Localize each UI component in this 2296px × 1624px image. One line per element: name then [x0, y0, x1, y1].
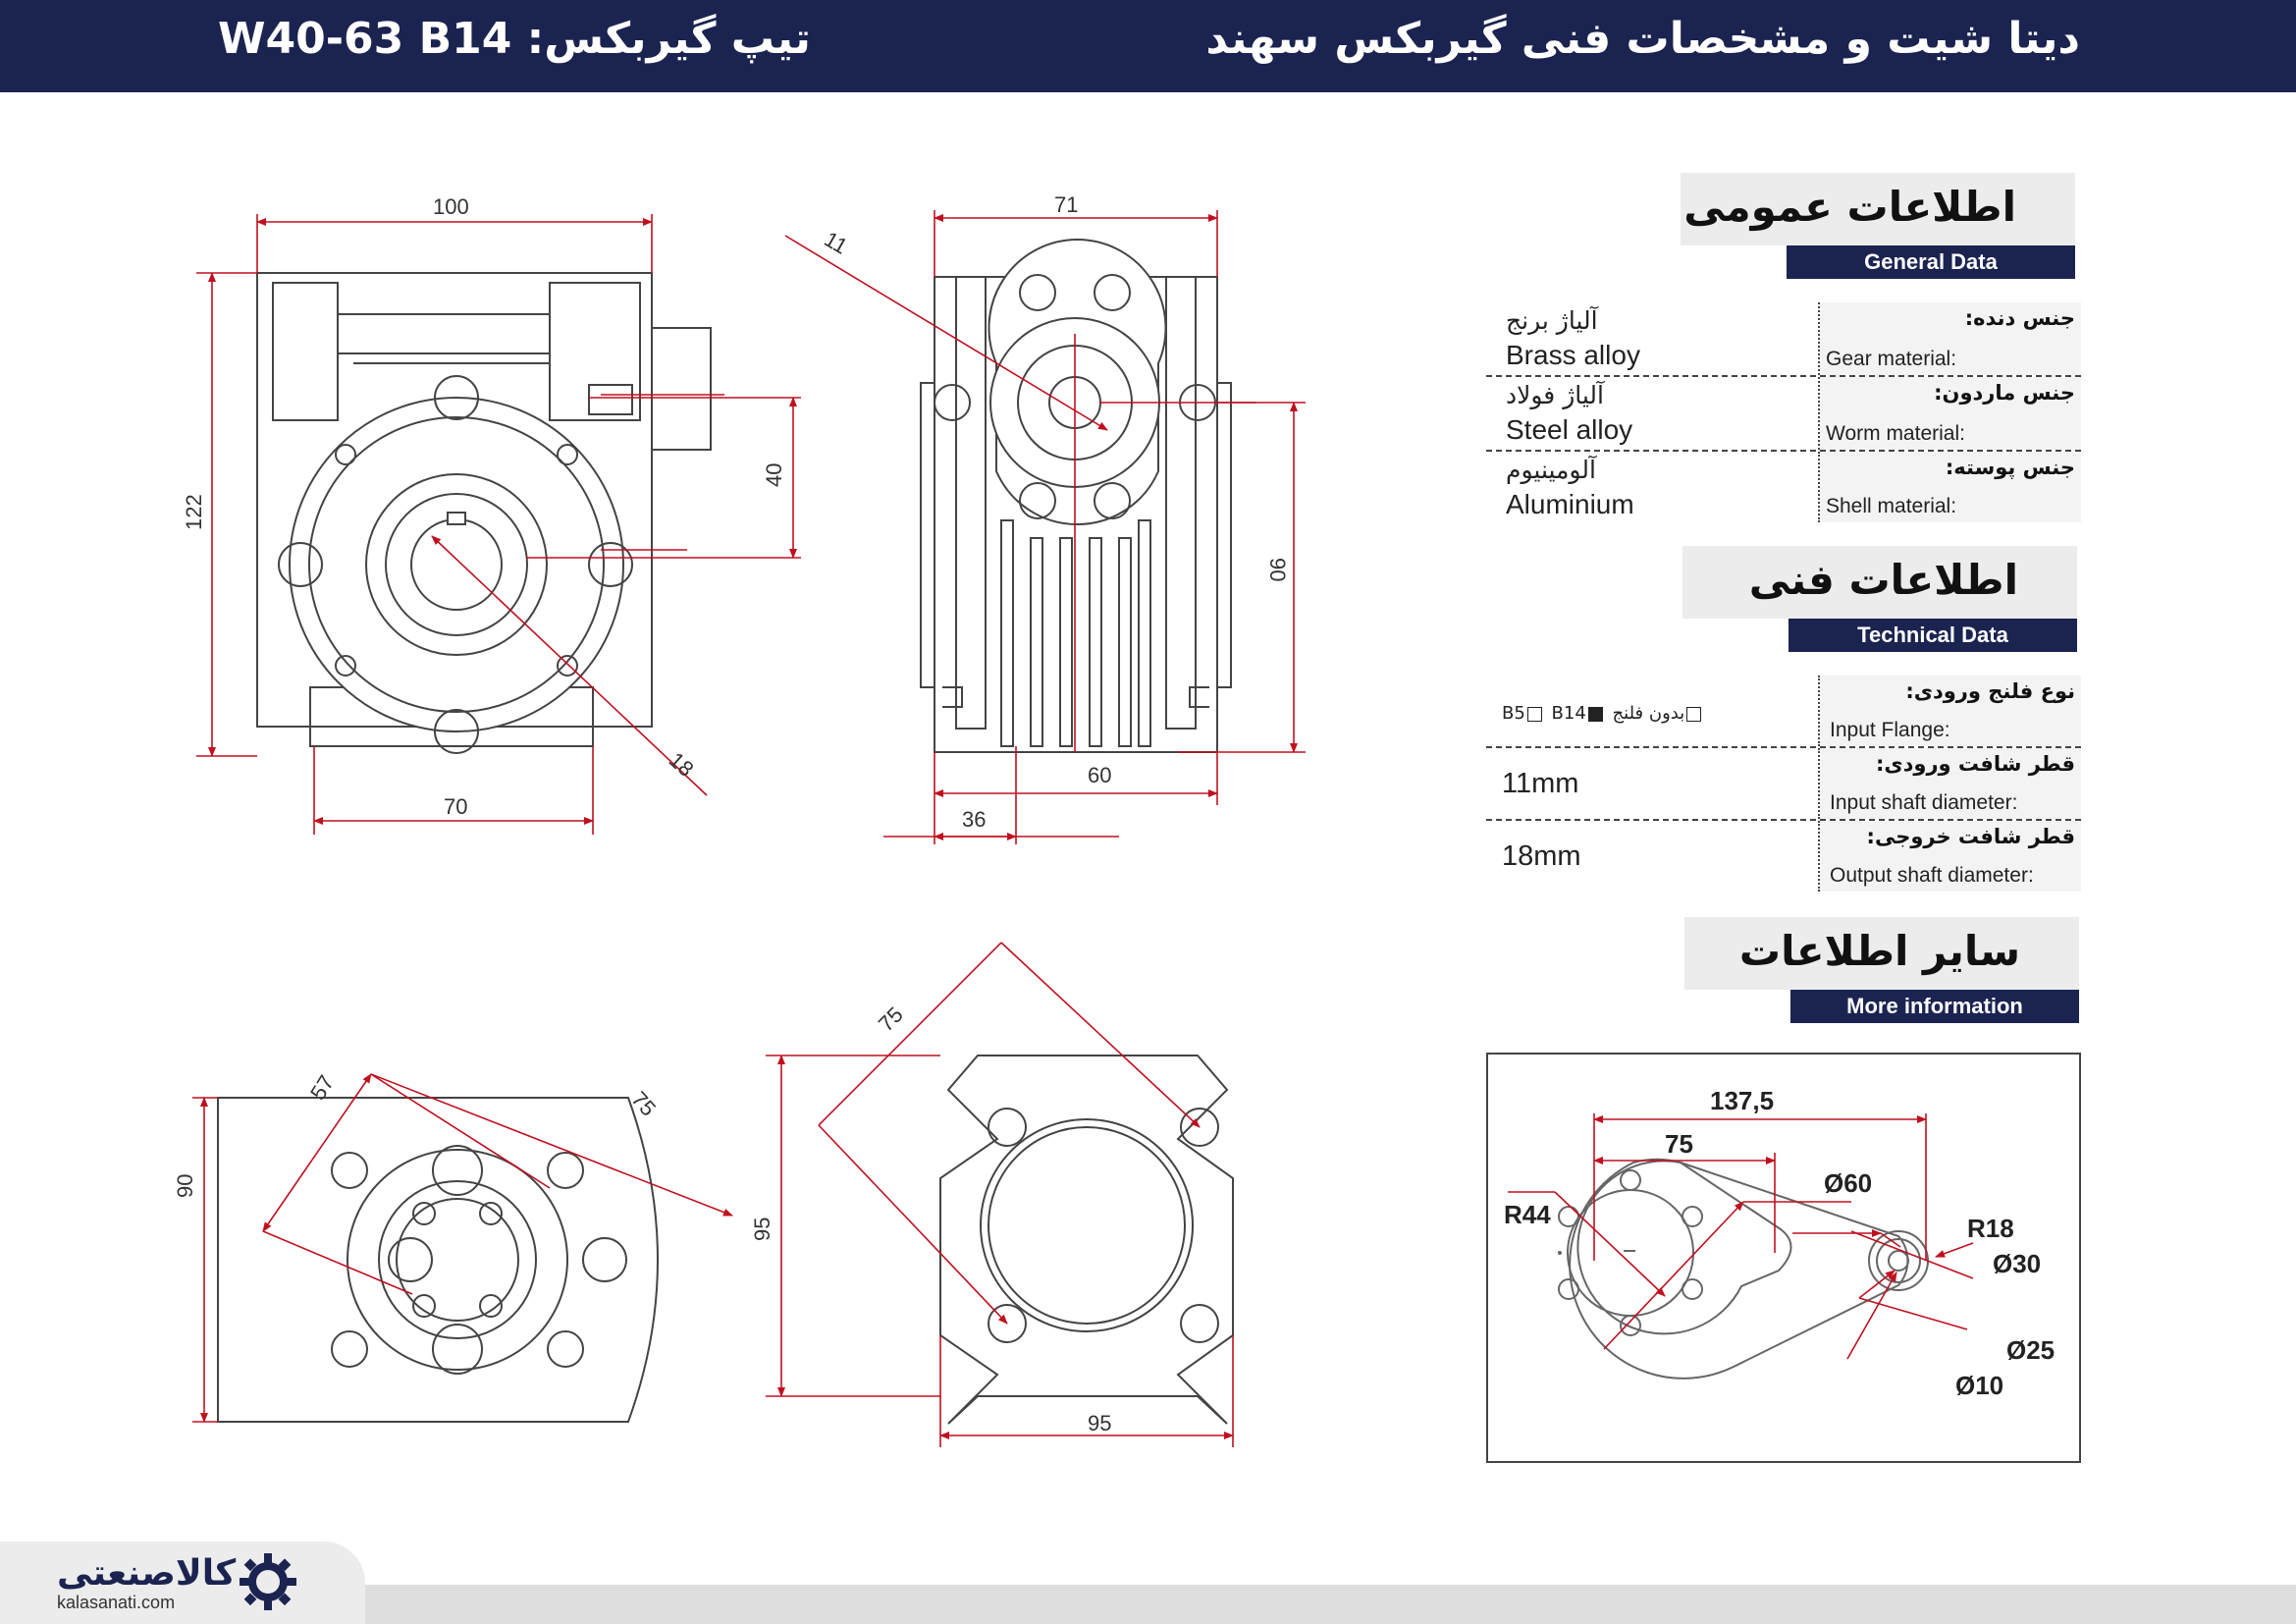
dim-arm-75: 75 — [1665, 1129, 1693, 1159]
dim-front-shaft: 18 — [665, 747, 699, 782]
dim-side-height: 90 — [1265, 558, 1290, 581]
shell-material-label-en: Shell material: — [1826, 495, 1957, 517]
flange-view — [217, 1097, 659, 1423]
front-dimensions — [196, 214, 801, 835]
torque-arm-panel: 137,5 75 R44 Ø60 R18 Ø30 Ø25 Ø10 — [1486, 1053, 2081, 1463]
gearbox-type: تیپ گیربکس: W40-63 B14 — [218, 14, 811, 64]
gear-material-label-fa: جنس دنده: — [1964, 306, 2075, 330]
footer-logo-tab — [0, 1542, 365, 1624]
output-shaft-label-en: Output shaft diameter: — [1830, 864, 2034, 887]
dim-arm-d60: Ø60 — [1824, 1168, 1872, 1198]
technical-drawings: 100 122 40 70 18 — [173, 192, 1306, 1447]
dim-front-bottom: 70 — [444, 794, 467, 819]
flange-dimensions — [192, 1073, 733, 1423]
input-shaft-row: 11mm قطر شافت ورودی: Input shaft diamete… — [1486, 748, 2081, 821]
footer-bar — [0, 1585, 2296, 1624]
input-flange-options: B5 B14 بدون فلنج — [1502, 703, 1705, 724]
flange-none-label: بدون فلنج — [1612, 703, 1685, 724]
output-shaft-row: 18mm قطر شافت خروجی: Output shaft diamet… — [1486, 821, 2081, 892]
general-data-title: اطلاعات عمومی — [1681, 173, 2075, 245]
side-dimensions — [784, 210, 1306, 844]
gear-material-label-en: Gear material: — [1826, 348, 1957, 370]
shell-material-value-fa: آلومینیوم — [1506, 456, 1596, 484]
input-shaft-label-en: Input shaft diameter: — [1830, 791, 2018, 814]
more-info-subtitle: More information — [1790, 990, 2079, 1023]
input-flange-label-en: Input Flange: — [1830, 719, 1950, 741]
gear-logo-icon — [240, 1553, 296, 1610]
worm-material-value-en: Steel alloy — [1506, 414, 1633, 445]
more-info-title-text: سایر اطلاعات — [1738, 927, 2020, 975]
output-shaft-value: 18mm — [1502, 840, 1581, 872]
dim-flange-height: 90 — [173, 1174, 197, 1198]
gear-material-value-en: Brass alloy — [1506, 340, 1640, 370]
input-shaft-label-fa: قطر شافت ورودی: — [1875, 752, 2075, 776]
dim-side-shaft: 11 — [821, 227, 852, 259]
square-dimensions — [766, 942, 1234, 1447]
technical-data-title: اطلاعات فنی — [1682, 546, 2077, 619]
input-flange-label-fa: نوع فلنج ورودی: — [1905, 679, 2075, 703]
dim-arm-d10: Ø10 — [1955, 1371, 2003, 1400]
side-view — [920, 239, 1232, 753]
shell-material-row: آلومینیوم Aluminium جنس پوسته: Shell mat… — [1486, 452, 2081, 522]
technical-data-title-text: اطلاعات فنی — [1748, 556, 2018, 604]
dim-square-diag: 75 — [874, 1002, 908, 1037]
flange-b14-label: B14 — [1551, 703, 1586, 724]
dim-arm-d25: Ø25 — [2006, 1335, 2055, 1365]
front-view — [256, 272, 712, 754]
worm-material-row: آلیاژ فولاد Steel alloy جنس ماردون: Worm… — [1486, 377, 2081, 452]
input-shaft-value: 11mm — [1502, 768, 1579, 799]
datasheet-title: دیتا شیت و مشخصات فنی گیربکس سهند — [1205, 14, 2080, 64]
shell-material-label-fa: جنس پوسته: — [1945, 456, 2075, 479]
header-bar: دیتا شیت و مشخصات فنی گیربکس سهند تیپ گی… — [0, 0, 2296, 92]
dim-arm-total: 137,5 — [1710, 1086, 1774, 1115]
general-data-title-text: اطلاعات عمومی — [1683, 183, 2016, 231]
dim-side-b1: 60 — [1088, 763, 1111, 787]
brand-website-link[interactable]: kalasanati.com — [57, 1593, 176, 1612]
worm-material-value-fa: آلیاژ فولاد — [1506, 381, 1604, 409]
flange-none-checkbox[interactable] — [1686, 706, 1702, 722]
worm-material-label-fa: جنس ماردون: — [1934, 381, 2075, 405]
dim-side-width: 71 — [1054, 192, 1078, 217]
dim-arm-d30: Ø30 — [1993, 1249, 2041, 1278]
dim-square-height: 95 — [750, 1218, 774, 1241]
dim-arm-r44: R44 — [1504, 1200, 1551, 1229]
flange-b5-label: B5 — [1502, 703, 1525, 724]
technical-data-table: B5 B14 بدون فلنج نوع فلنج ورودی: Input F… — [1486, 676, 2081, 892]
dim-front-offset: 40 — [762, 463, 786, 487]
flange-b14-checkbox[interactable] — [1587, 706, 1603, 722]
more-info-title: سایر اطلاعات — [1684, 917, 2079, 990]
brand-logo-text: کالاصنعتی — [57, 1553, 237, 1594]
dim-flange-d1: 57 — [305, 1071, 339, 1105]
torque-arm-drawing: 137,5 75 R44 Ø60 R18 Ø30 Ø25 Ø10 — [1504, 1086, 2055, 1400]
general-data-subtitle: General Data — [1787, 245, 2075, 279]
output-shaft-label-fa: قطر شافت خروجی: — [1866, 825, 2075, 848]
dim-front-height: 122 — [182, 494, 206, 530]
dim-arm-r18: R18 — [1967, 1214, 2014, 1243]
technical-data-subtitle: Technical Data — [1789, 619, 2077, 652]
worm-material-label-en: Worm material: — [1826, 422, 1965, 445]
shell-material-value-en: Aluminium — [1506, 489, 1634, 519]
square-view — [939, 1055, 1234, 1425]
general-data-table: آلیاژ برنج Brass alloy جنس دنده: Gear ma… — [1486, 302, 2081, 522]
gear-material-value-fa: آلیاژ برنج — [1506, 306, 1598, 335]
dim-front-width: 100 — [433, 194, 469, 219]
dim-flange-d2: 75 — [626, 1087, 661, 1121]
input-flange-row: B5 B14 بدون فلنج نوع فلنج ورودی: Input F… — [1486, 676, 2081, 748]
dim-square-width: 95 — [1088, 1411, 1111, 1435]
gear-material-row: آلیاژ برنج Brass alloy جنس دنده: Gear ma… — [1486, 302, 2081, 377]
flange-b5-checkbox[interactable] — [1526, 706, 1542, 722]
dim-side-b2: 36 — [962, 807, 986, 832]
